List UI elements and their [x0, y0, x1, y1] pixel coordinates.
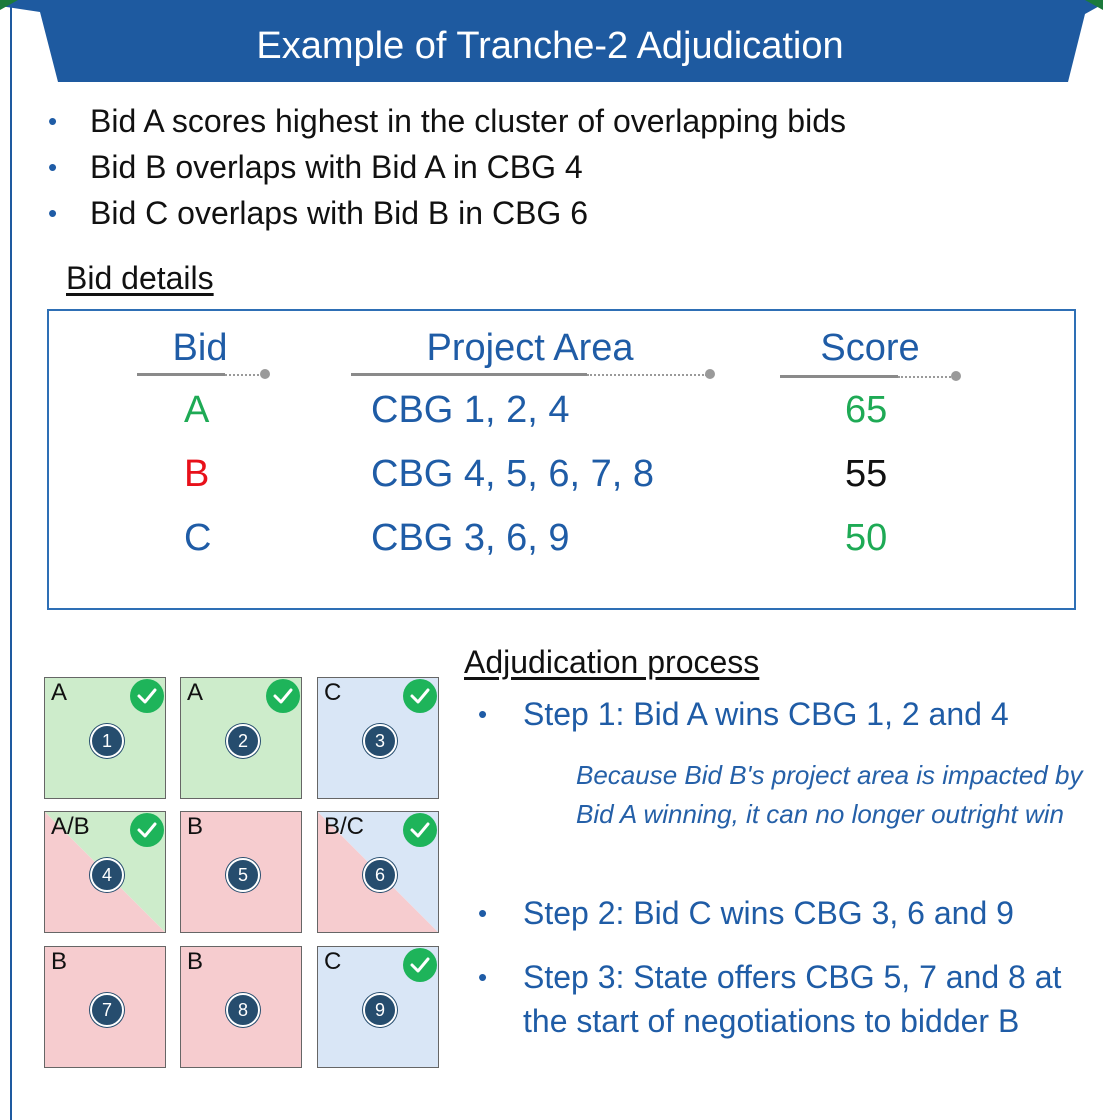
- header-project-area: Project Area: [426, 327, 634, 369]
- row-a-bid: A: [184, 389, 210, 431]
- bullet-dot: •: [478, 898, 488, 928]
- check-icon: [266, 679, 300, 713]
- step-1-text: Step 1: Bid A wins CBG 1, 2 and 4: [523, 696, 1009, 732]
- row-b-area: CBG 4, 5, 6, 7, 8: [371, 453, 655, 495]
- check-icon: [403, 679, 437, 713]
- header-underline-end: [260, 369, 270, 379]
- step-3-text: Step 3: State offers CBG 5, 7 and 8 at t…: [523, 959, 1062, 1039]
- cbg-number-badge: 3: [363, 724, 397, 758]
- bullet-text: Bid C overlaps with Bid B in CBG 6: [90, 195, 588, 231]
- row-c-score: 50: [845, 517, 888, 559]
- step-3: • Step 3: State offers CBG 5, 7 and 8 at…: [478, 955, 1103, 1087]
- step-2-text: Step 2: Bid C wins CBG 3, 6 and 9: [523, 895, 1014, 931]
- row-a-score: 65: [845, 389, 888, 431]
- check-icon: [130, 813, 164, 847]
- bullet-text: Bid B overlaps with Bid A in CBG 4: [90, 149, 583, 185]
- header-score: Score: [820, 327, 920, 369]
- cell-bid-label: B/C: [324, 813, 365, 840]
- bullet-dot: •: [48, 106, 58, 136]
- cell-bid-label: B: [187, 813, 204, 840]
- header-underline: [351, 373, 587, 376]
- bullet-dot: •: [478, 962, 488, 992]
- cbg-number-badge: 1: [90, 724, 124, 758]
- page-title: Example of Tranche-2 Adjudication: [256, 25, 844, 67]
- cbg-number-badge: 8: [226, 993, 260, 1027]
- cell-bid-label: B: [51, 948, 68, 975]
- bid-details-table: [47, 309, 1076, 610]
- header-underline-dots: [898, 376, 954, 378]
- cell-bid-label: C: [324, 948, 342, 975]
- row-c-area: CBG 3, 6, 9: [371, 517, 570, 559]
- header-bid: Bid: [172, 327, 228, 369]
- step-1: • Step 1: Bid A wins CBG 1, 2 and 4: [478, 692, 1103, 736]
- cbg-number-badge: 2: [226, 724, 260, 758]
- cell-bid-label: A/B: [51, 813, 90, 840]
- bullet-text: Bid A scores highest in the cluster of o…: [90, 103, 846, 139]
- cbg-number-badge: 4: [90, 858, 124, 892]
- cbg-number-badge: 7: [90, 993, 124, 1027]
- title-banner: [0, 0, 1103, 82]
- row-a-area: CBG 1, 2, 4: [371, 389, 570, 431]
- bullet-dot: •: [48, 152, 58, 182]
- adjudication-heading: Adjudication process: [464, 644, 760, 680]
- header-underline-dots: [587, 374, 707, 376]
- header-underline: [780, 375, 898, 378]
- cbg-number-badge: 9: [363, 993, 397, 1027]
- bullet-dot: •: [48, 198, 58, 228]
- cell-bid-label: C: [324, 679, 342, 706]
- step-1-note: Because Bid B's project area is impacted…: [576, 760, 1083, 829]
- row-b-score: 55: [845, 453, 888, 495]
- header-underline-end: [705, 369, 715, 379]
- header-underline: [137, 373, 225, 376]
- check-icon: [130, 679, 164, 713]
- cell-bid-label: B: [187, 948, 204, 975]
- cell-bid-label: A: [187, 679, 204, 706]
- bullet-dot: •: [478, 699, 488, 729]
- header-underline-end: [951, 371, 961, 381]
- bid-details-heading: Bid details: [66, 260, 214, 296]
- row-c-bid: C: [184, 517, 212, 559]
- cbg-number-badge: 5: [226, 858, 260, 892]
- header-underline-dots: [225, 374, 263, 376]
- cell-bid-label: A: [51, 679, 68, 706]
- check-icon: [403, 948, 437, 982]
- step-2: • Step 2: Bid C wins CBG 3, 6 and 9: [478, 891, 1103, 935]
- cbg-number-badge: 6: [363, 858, 397, 892]
- row-b-bid: B: [184, 453, 210, 495]
- check-icon: [403, 813, 437, 847]
